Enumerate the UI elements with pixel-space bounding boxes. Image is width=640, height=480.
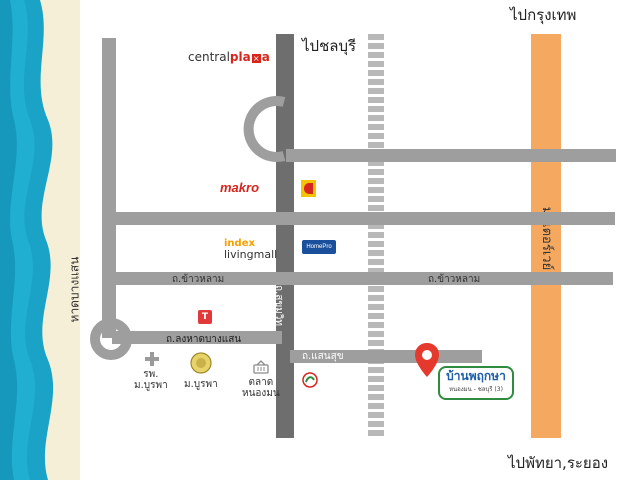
university-seal-icon bbox=[190, 352, 212, 374]
left-vertical-road bbox=[102, 38, 116, 338]
index-livingmall-logo: index livingmall bbox=[224, 238, 277, 260]
project-subtitle: หนองมน - ชลบุรี (3) bbox=[449, 386, 503, 393]
direction-pattaya: ไปพัทยา,ระยอง bbox=[508, 454, 609, 472]
khaolam-right-label: ถ.ข้าวหลาม bbox=[428, 274, 481, 285]
middle-horizontal-road bbox=[110, 212, 615, 225]
index-text: index bbox=[224, 238, 255, 249]
makro-logo: makro bbox=[220, 180, 260, 195]
hospital-icon bbox=[145, 352, 159, 366]
saensuk-label: ถ.แสนสุข bbox=[302, 351, 344, 362]
direction-bangkok: ไปกรุงเทพ bbox=[510, 6, 577, 24]
tops-text: T bbox=[201, 312, 209, 322]
central-plaza-text-b: pla bbox=[229, 50, 251, 64]
beach-label: หาดบางแสน bbox=[67, 256, 82, 323]
road-loop bbox=[238, 94, 298, 164]
long-had-bangsaen-label: ถ.ลงหาดบางแสน bbox=[166, 334, 242, 345]
tops-logo: T bbox=[198, 310, 212, 324]
market-label: ตลาด หนองมน bbox=[242, 377, 280, 399]
sukhumvit-label: ถ.สุขุมวิท bbox=[272, 285, 284, 326]
railway-line bbox=[368, 34, 384, 438]
beach-area bbox=[0, 0, 80, 480]
central-plaza-text-a: central bbox=[188, 50, 230, 64]
university-label: ม.บูรพา bbox=[184, 379, 218, 390]
central-plaza-x-icon: × bbox=[251, 54, 261, 63]
central-plaza-logo: centralpla×a bbox=[188, 50, 270, 64]
project-location-pin-icon[interactable] bbox=[414, 342, 440, 378]
homepro-logo: HomePro bbox=[302, 240, 336, 254]
sea-graphic bbox=[0, 0, 80, 480]
motorway-road bbox=[531, 34, 561, 438]
direction-chonburi: ไปชลบุรี bbox=[302, 37, 357, 55]
livingmall-text: livingmall bbox=[224, 248, 278, 261]
homepro-text: HomePro bbox=[306, 244, 332, 250]
khaolam-road bbox=[110, 272, 613, 285]
bank-logo-icon bbox=[302, 372, 318, 388]
hospital-label: รพ. ม.บูรพา bbox=[134, 369, 168, 391]
khaolam-left-label: ถ.ข้าวหลาม bbox=[172, 274, 225, 285]
store-logo-icon bbox=[301, 180, 316, 197]
project-badge[interactable]: บ้านพฤกษา หนองมน - ชลบุรี (3) bbox=[438, 366, 514, 400]
top-horizontal-road bbox=[286, 149, 616, 162]
project-name: บ้านพฤกษา bbox=[446, 369, 506, 383]
long-had-bangsaen-road bbox=[112, 331, 282, 344]
central-plaza-text-c: a bbox=[261, 50, 270, 64]
market-basket-icon bbox=[253, 360, 269, 374]
